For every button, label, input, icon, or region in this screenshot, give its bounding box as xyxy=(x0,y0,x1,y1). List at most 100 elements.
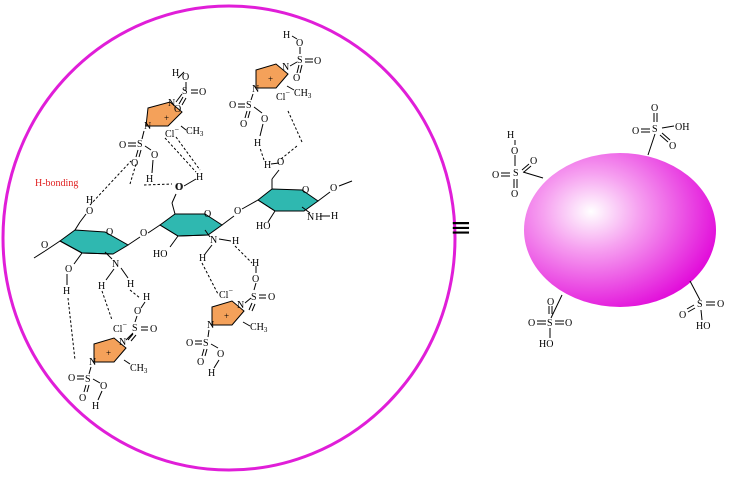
imidazolium-cation-3: + N N CH3 S O O H Cl− S O O O H xyxy=(68,292,157,412)
imidazolium-n1-4: N xyxy=(237,300,244,311)
ch2oh-oxygen-1: O xyxy=(86,206,93,217)
sulfonyl-oxygen-2b: O xyxy=(261,114,268,125)
chitosan-chain: O O O O O O O O H O H N H H O HO xyxy=(33,157,353,297)
amine-hydrogen-1a: H xyxy=(98,281,105,292)
sulfonyl-oxo-1b1: O xyxy=(119,140,126,151)
glycosidic-oxygen-1: O xyxy=(140,228,147,239)
sulfonyl-sulfur-4a: S xyxy=(251,292,257,303)
sulfonyl-oxo-3b1: O xyxy=(68,373,75,384)
imidazolium-n1-1: N xyxy=(168,98,175,109)
imidazolium-n1-2: N xyxy=(282,62,289,73)
sulfonic-oxo-bl2: O xyxy=(547,297,554,308)
sulfonic-group-top-right: S OH O O O xyxy=(632,103,689,156)
sulfonyl-hydrogen-1a: H xyxy=(172,68,179,79)
sulfonyl-sulfur-2b: S xyxy=(246,100,252,111)
sulfonic-sulfur-bl: S xyxy=(547,318,553,329)
imidazolium-n3-2: N xyxy=(252,84,259,95)
imidazolium-cation-2: + N N CH3 S O O O H S O O O H Cl− H xyxy=(229,30,321,171)
sulfonyl-hydrogen-1b: H xyxy=(146,174,153,185)
sulfonic-oxo-tl1: O xyxy=(492,170,499,181)
sulfonic-group-bottom-left: S O O O HO xyxy=(528,294,572,350)
sulfonic-hydrogen-tl: H xyxy=(507,130,514,141)
imidazolium-n3-4: N xyxy=(207,320,214,331)
chloride-anion-2: Cl− xyxy=(276,88,290,103)
sulfonyl-oxygen-1b: O xyxy=(151,150,158,161)
sulfonyl-oxo-1a1: O xyxy=(199,87,206,98)
hydroxyl-oxygen-1: O xyxy=(65,264,72,275)
ring-oxygen-1: O xyxy=(106,227,113,238)
particle-sphere xyxy=(524,153,716,307)
sulfonyl-hydrogen-2a: H xyxy=(283,30,290,41)
sulfonyl-sulfur-3b: S xyxy=(85,374,91,385)
container-ellipse xyxy=(1,4,457,472)
sulfonyl-oxygen-1a: O xyxy=(182,72,189,83)
sulfonyl-hydrogen-3b: H xyxy=(92,401,99,412)
sulfonyl-oxygen-3b: O xyxy=(100,381,107,392)
sulfonyl-oxygen-2a: O xyxy=(296,38,303,49)
chloride-anion-3: Cl− xyxy=(113,320,127,335)
sulfonic-hydroxyl-bl: HO xyxy=(539,339,553,350)
imidazolium-cation-4: + N N CH3 S O O H Cl− S O O O H xyxy=(186,258,275,379)
sulfonic-oxo-tl3: O xyxy=(530,156,537,167)
methyl-group-4: CH3 xyxy=(250,322,268,334)
sulfonic-hydroxyl-br: HO xyxy=(696,321,710,332)
sulfonyl-oxo-4a1: O xyxy=(268,292,275,303)
chloride-anion-4: Cl− xyxy=(219,286,233,301)
amine-nitrogen-2: N xyxy=(210,235,217,246)
sulfonyl-hydrogen-4b: H xyxy=(208,368,215,379)
h-bonding-label: H-bonding xyxy=(35,178,78,189)
methyl-group-1: CH3 xyxy=(186,126,204,138)
sulfonic-oxo-tr3: O xyxy=(632,126,639,137)
hydroxyl-group-2: HO xyxy=(153,249,167,260)
amine-hydrogen-2b: H xyxy=(199,253,206,264)
cation-charge-1: + xyxy=(164,113,169,123)
sulfonic-oxo-tr2: O xyxy=(669,141,676,152)
sulfonic-group-top-left: S O H O O O xyxy=(492,130,544,200)
glycosidic-oxygen-2: O xyxy=(234,206,241,217)
hydroxyl-hydrogen-1: H xyxy=(63,286,70,297)
hbond-hydrogen-2: H xyxy=(264,160,271,171)
sulfonic-oxo-br2: O xyxy=(679,310,686,321)
amine-hydrogen-2a: H xyxy=(232,236,239,247)
ch2oh-oxygen-3: O xyxy=(277,157,284,168)
sulfonic-oxo-tr1: O xyxy=(651,103,658,114)
amine-hydrogen-3: H xyxy=(331,211,338,222)
sulfonyl-oxo-2b1: O xyxy=(229,100,236,111)
sulfonic-group-bottom-right: S O O HO xyxy=(679,280,724,332)
sulfonyl-sulfur-1a: S xyxy=(182,86,188,97)
sulfonic-oxygen-tl: O xyxy=(511,146,518,157)
cation-charge-2: + xyxy=(268,74,273,84)
sulfonyl-hydrogen-4a: H xyxy=(252,258,259,269)
sulfonyl-oxo-1b2: O xyxy=(131,158,138,169)
sulfonyl-hydrogen-3a: H xyxy=(143,292,150,303)
sulfonic-oxo-tl2: O xyxy=(511,189,518,200)
terminal-oxygen-right: O xyxy=(330,183,337,194)
sulfonyl-oxo-3b2: O xyxy=(79,393,86,404)
hbond-oxygen-1: O xyxy=(176,182,183,193)
amine-nitrogen-1: N xyxy=(112,259,119,270)
terminal-oxygen-left: O xyxy=(41,240,48,251)
sulfonyl-oxygen-4b: O xyxy=(217,349,224,360)
imidazolium-cation-1: + N N CH3 S O H O O S O O O H Cl− O H xyxy=(119,68,206,193)
imidazolium-n1-3: N xyxy=(119,337,126,348)
equivalence-sign: ≡ xyxy=(450,213,472,243)
ch2oh-hydrogen-1: H xyxy=(86,195,93,206)
glucosamine-ring-2 xyxy=(159,213,223,237)
ring-oxygen-2: O xyxy=(204,209,211,220)
cation-charge-4: + xyxy=(224,311,229,321)
chloride-anion-1: Cl− xyxy=(165,125,179,140)
sulfonic-oxo-bl1: O xyxy=(528,318,535,329)
sulfonyl-oxygen-4a: O xyxy=(252,274,259,285)
sulfonyl-oxo-3a1: O xyxy=(150,324,157,335)
sulfonyl-oxo-4b1: O xyxy=(186,338,193,349)
sulfonyl-sulfur-1b: S xyxy=(137,139,143,150)
sulfonyl-sulfur-4b: S xyxy=(203,338,209,349)
sulfonic-sulfur-br: S xyxy=(697,299,703,310)
sulfonic-hydroxyl-tr: OH xyxy=(675,122,689,133)
amine-hydrogen-1b: H xyxy=(127,279,134,290)
imidazolium-n3-3: N xyxy=(89,357,96,368)
sulfonic-sulfur-tl: S xyxy=(513,168,519,179)
ring-oxygen-3: O xyxy=(302,185,309,196)
sulfonic-oxo-br1: O xyxy=(717,299,724,310)
